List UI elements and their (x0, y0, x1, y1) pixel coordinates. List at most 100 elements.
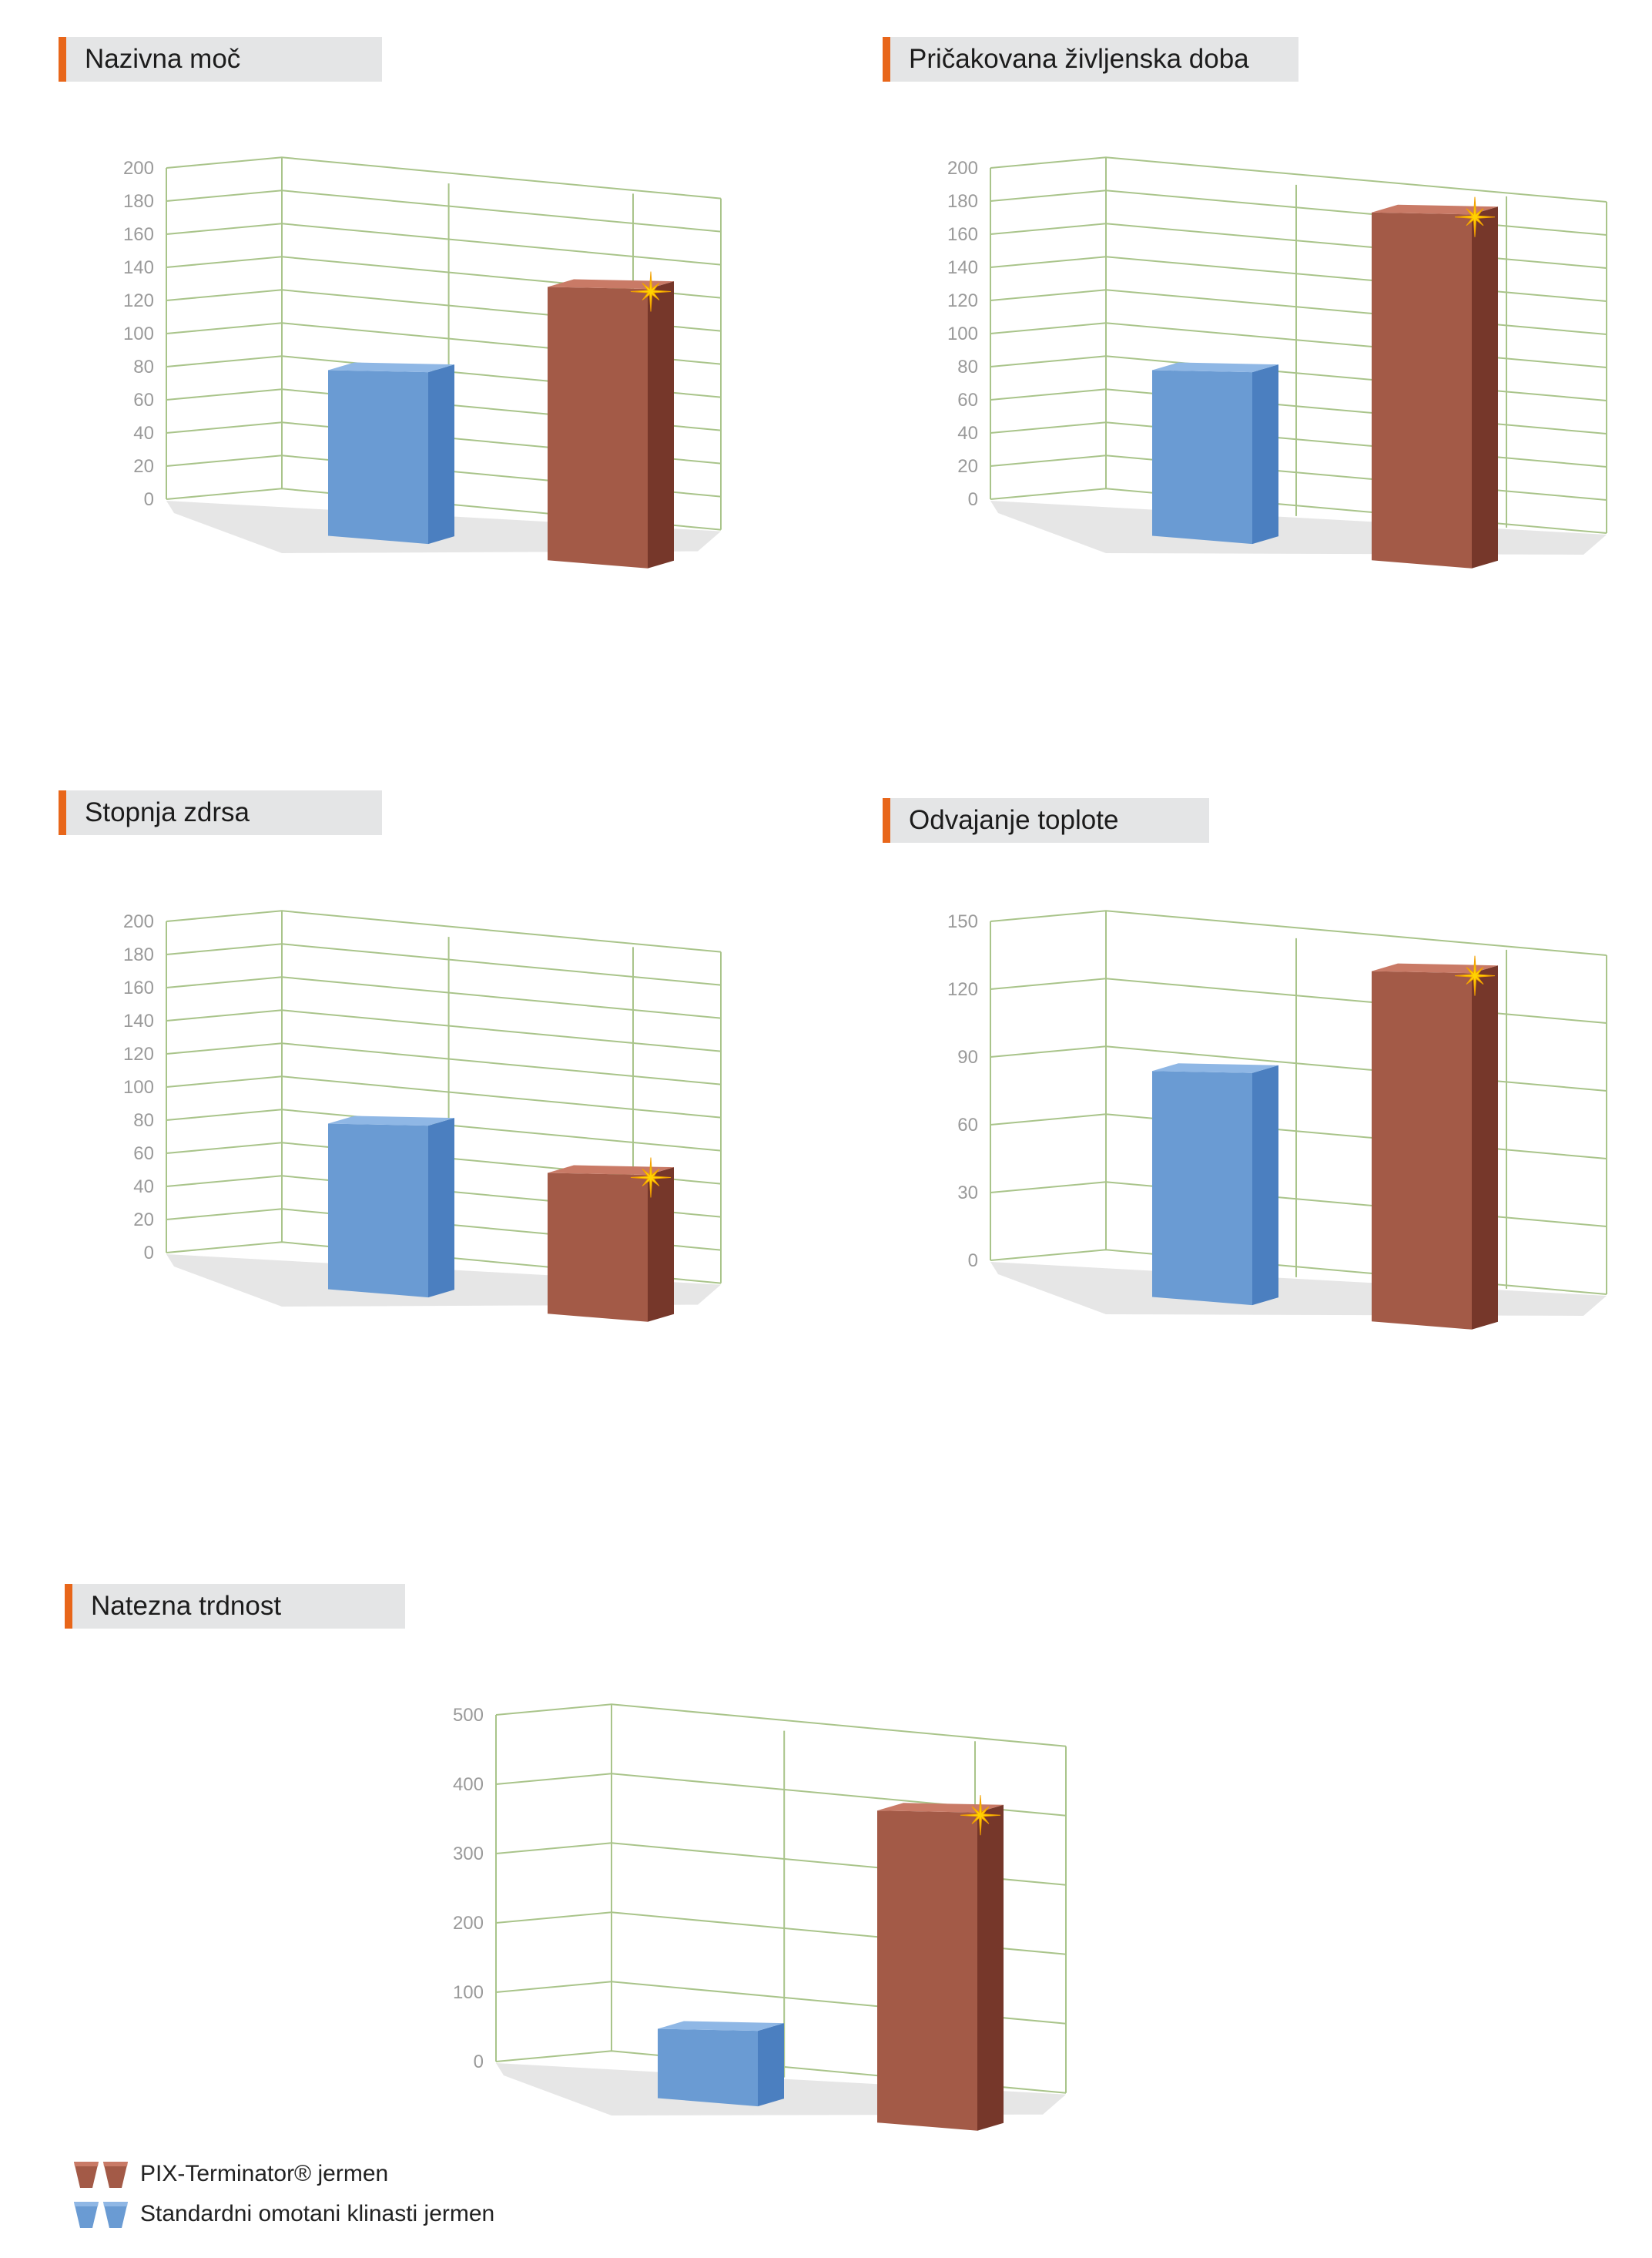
y-tick-label: 60 (133, 1143, 154, 1164)
bar-standard (1152, 1063, 1278, 1306)
y-tick-label: 90 (957, 1047, 978, 1068)
y-tick-label: 200 (453, 1913, 484, 1934)
y-tick-label: 120 (123, 1044, 154, 1065)
y-tick-label: 180 (947, 191, 978, 212)
star-shape (1454, 196, 1496, 237)
y-tick-label: 100 (453, 1982, 484, 2003)
y-tick-label: 200 (947, 158, 978, 179)
y-tick-label: 160 (123, 224, 154, 245)
gridline (990, 355, 1607, 401)
highlight-star-icon (1454, 196, 1496, 237)
gridline (990, 223, 1607, 269)
y-tick-label: 80 (133, 1110, 154, 1131)
bar-top (1372, 204, 1498, 215)
gridline (990, 978, 1607, 1024)
bar-side (428, 1118, 454, 1298)
y-tick-label: 0 (144, 489, 154, 510)
bar-standard (658, 2021, 784, 2107)
bar-standard (1152, 362, 1278, 545)
y-tick-label: 20 (133, 456, 154, 477)
y-tick-label: 40 (133, 1176, 154, 1197)
legend-label-standard: Standardni omotani klinasti jermen (140, 2201, 495, 2226)
y-tick-label: 300 (453, 1844, 484, 1864)
y-tick-label: 150 (947, 911, 978, 932)
y-tick-label: 100 (123, 324, 154, 344)
bar-front (877, 1810, 977, 2131)
gridline (166, 910, 722, 953)
bar-front (328, 1123, 428, 1298)
bar-top (658, 2021, 784, 2032)
chart-title-bar: Nazivna moč (59, 37, 382, 82)
bar-front (548, 1173, 648, 1322)
highlight-star-icon (1454, 955, 1496, 996)
y-tick-label: 120 (947, 979, 978, 1000)
gridline (166, 1075, 722, 1119)
gridline (166, 223, 722, 266)
bar-side (648, 281, 674, 569)
y-tick-label: 0 (968, 1250, 978, 1271)
bar-standard (328, 362, 454, 545)
bar-top (548, 1165, 674, 1176)
bar-top (1152, 362, 1278, 373)
y-tick-label: 30 (957, 1183, 978, 1203)
chart-title: Odvajanje toplote (909, 805, 1119, 835)
chart-title-bar: Stopnja zdrsa (59, 790, 382, 835)
gridline (990, 388, 1607, 434)
gridline (166, 943, 722, 986)
y-tick-label: 80 (957, 357, 978, 377)
bar-front (548, 287, 648, 569)
chart-floor (990, 501, 1607, 555)
y-tick-label: 140 (947, 257, 978, 278)
gridline (166, 190, 722, 233)
chart-title: Nazivna moč (85, 44, 241, 74)
y-tick-label: 200 (123, 158, 154, 179)
gridline (990, 1181, 1607, 1227)
legend-label-pix: PIX-Terminator® jermen (140, 2161, 389, 2186)
gridline (166, 976, 722, 1019)
chart-title-bar: Natezna trdnost (65, 1584, 405, 1629)
y-tick-label: 140 (123, 257, 154, 278)
chart-title: Stopnja zdrsa (85, 797, 250, 827)
bar-side (1472, 206, 1498, 569)
bar-pix (1372, 963, 1498, 1330)
gridline (166, 156, 722, 200)
pix-belt-icon (74, 2162, 128, 2188)
chart-title-bar: Odvajanje toplote (883, 798, 1209, 843)
bar-pix (548, 1165, 674, 1322)
gridline (990, 190, 1607, 236)
y-tick-label: 160 (123, 978, 154, 998)
bar-front (328, 370, 428, 545)
y-tick-label: 400 (453, 1774, 484, 1795)
y-tick-label: 140 (123, 1011, 154, 1032)
chart-title: Pričakovana življenska doba (909, 44, 1249, 74)
bar-pix (548, 279, 674, 569)
bar-side (758, 2023, 784, 2107)
star-shape (1454, 955, 1496, 996)
y-tick-label: 60 (957, 390, 978, 411)
gridline (990, 322, 1607, 368)
bar-side (977, 1804, 1004, 2131)
y-tick-label: 180 (123, 944, 154, 965)
bar-top (328, 362, 454, 373)
gridline (166, 1042, 722, 1085)
bar-front (1152, 370, 1252, 545)
y-tick-label: 40 (957, 423, 978, 444)
y-tick-label: 20 (957, 456, 978, 477)
y-tick-label: 120 (123, 290, 154, 311)
y-tick-label: 500 (453, 1705, 484, 1726)
bar-side (1472, 965, 1498, 1330)
bar-front (658, 2028, 758, 2107)
y-tick-label: 60 (133, 390, 154, 411)
bar-standard (328, 1116, 454, 1298)
gridline (990, 421, 1607, 468)
